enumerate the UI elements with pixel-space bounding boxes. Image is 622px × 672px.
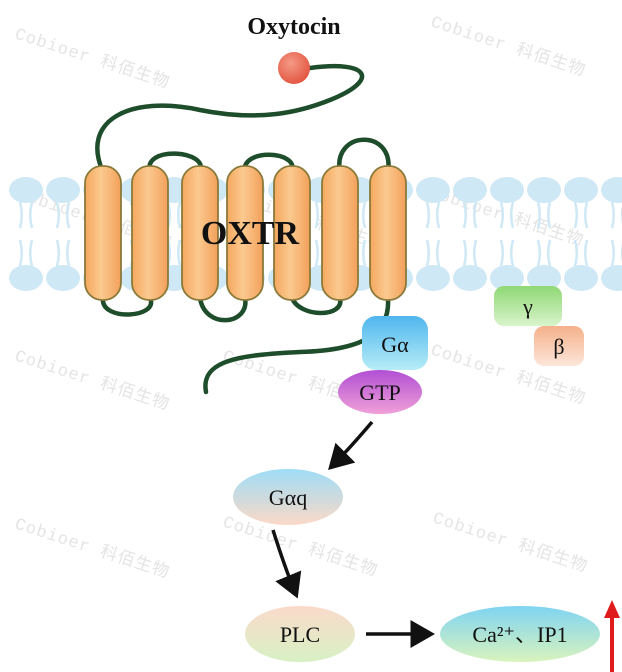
lipid-head xyxy=(453,177,487,203)
g-beta-box xyxy=(534,326,584,366)
helix-tm3 xyxy=(181,165,219,301)
lipid-head xyxy=(453,265,487,291)
lipid-tail xyxy=(55,201,61,229)
lipid-head xyxy=(564,265,598,291)
g-alpha-label: Gα xyxy=(381,332,409,357)
helix-tm6 xyxy=(321,165,359,301)
lipid-tail xyxy=(28,239,34,267)
lipid-tail xyxy=(546,239,552,267)
lipid-tail xyxy=(499,239,505,267)
plc-ellipse xyxy=(245,606,355,662)
g-alpha-box xyxy=(362,316,428,370)
gtp-ellipse xyxy=(338,370,422,414)
lipid-head xyxy=(416,177,450,203)
g-gamma-box xyxy=(494,286,562,326)
lipid-head xyxy=(416,265,450,291)
arrow-gaq-to-plc xyxy=(271,529,302,599)
lipid-tail xyxy=(573,201,579,229)
lipid-head xyxy=(490,177,524,203)
lipid-tail xyxy=(361,201,367,229)
watermark: Cobioer 科佰生物 xyxy=(428,12,588,82)
intracellular-loop-2 xyxy=(197,295,248,323)
gaq-ellipse xyxy=(233,469,343,525)
lipid-tail xyxy=(536,201,542,229)
g-beta-label: β xyxy=(553,334,564,359)
increase-up-arrow xyxy=(604,600,620,672)
lipid-tail xyxy=(435,239,441,267)
g-gamma-label: γ xyxy=(522,294,533,319)
lipid-tail xyxy=(435,201,441,229)
products-label: Ca²⁺、IP1 xyxy=(472,622,567,647)
intracellular-loop-1 xyxy=(100,295,154,317)
receptor-label: OXTR xyxy=(201,215,300,252)
lipid-tail xyxy=(55,239,61,267)
lipid-tail xyxy=(509,239,515,267)
lipid-tail xyxy=(472,239,478,267)
lipid-tail xyxy=(425,201,431,229)
lipid-tail xyxy=(425,239,431,267)
helix-tm4 xyxy=(226,165,264,301)
lipid-tail xyxy=(18,239,24,267)
lipid-tail xyxy=(536,239,542,267)
lipid-head xyxy=(9,177,43,203)
lipid-tail xyxy=(314,239,320,267)
lipid-tail xyxy=(65,201,71,229)
watermark: Cobioer 科佰生物 xyxy=(12,24,172,94)
lipid-tail xyxy=(583,201,589,229)
lipid-tail xyxy=(499,201,505,229)
lipid-tail xyxy=(314,201,320,229)
lipid-head xyxy=(564,177,598,203)
lipid-tail xyxy=(28,201,34,229)
gaq-label: Gαq xyxy=(269,485,307,510)
lipid-tail xyxy=(176,239,182,267)
lipid-tail xyxy=(546,201,552,229)
transmembrane-helices xyxy=(84,165,407,301)
lipid-tail xyxy=(610,201,616,229)
oxytocin-ligand xyxy=(278,52,310,84)
watermark: Cobioer 科佰生物 xyxy=(12,346,172,416)
watermark: Cobioer 科佰生物 xyxy=(430,508,590,578)
plc-label: PLC xyxy=(280,622,320,647)
lipid-tail xyxy=(509,201,515,229)
lipid-tail xyxy=(65,239,71,267)
extracellular-loop-3 xyxy=(337,137,391,175)
lipid-tail xyxy=(462,201,468,229)
helix-tm5 xyxy=(273,165,311,301)
lipid-head xyxy=(527,265,561,291)
lipid-head xyxy=(527,177,561,203)
lipid-head xyxy=(46,265,80,291)
helix-tm2 xyxy=(131,165,169,301)
lipid-tail xyxy=(583,239,589,267)
intracellular-loop-3 xyxy=(289,295,343,316)
watermark: Cobioer 科佰生物 xyxy=(12,514,172,584)
lipid-tail xyxy=(361,239,367,267)
lipid-tail xyxy=(18,201,24,229)
lipid-head xyxy=(601,265,622,291)
arrow-gtp-to-gaq xyxy=(328,420,374,470)
products-ellipse xyxy=(440,606,600,662)
lipid-tail xyxy=(573,239,579,267)
lipid-head xyxy=(46,177,80,203)
gtp-label: GTP xyxy=(359,380,401,405)
oxytocin-label: Oxytocin xyxy=(247,14,340,40)
lipid-head xyxy=(601,177,622,203)
lipid-tail xyxy=(610,239,616,267)
helix-tm1 xyxy=(84,165,122,301)
lipid-tail xyxy=(462,239,468,267)
n-terminus xyxy=(95,63,365,175)
lipid-tail xyxy=(472,201,478,229)
lipid-head xyxy=(9,265,43,291)
lipid-head xyxy=(490,265,524,291)
helix-tm7 xyxy=(369,165,407,301)
lipid-tail xyxy=(176,201,182,229)
